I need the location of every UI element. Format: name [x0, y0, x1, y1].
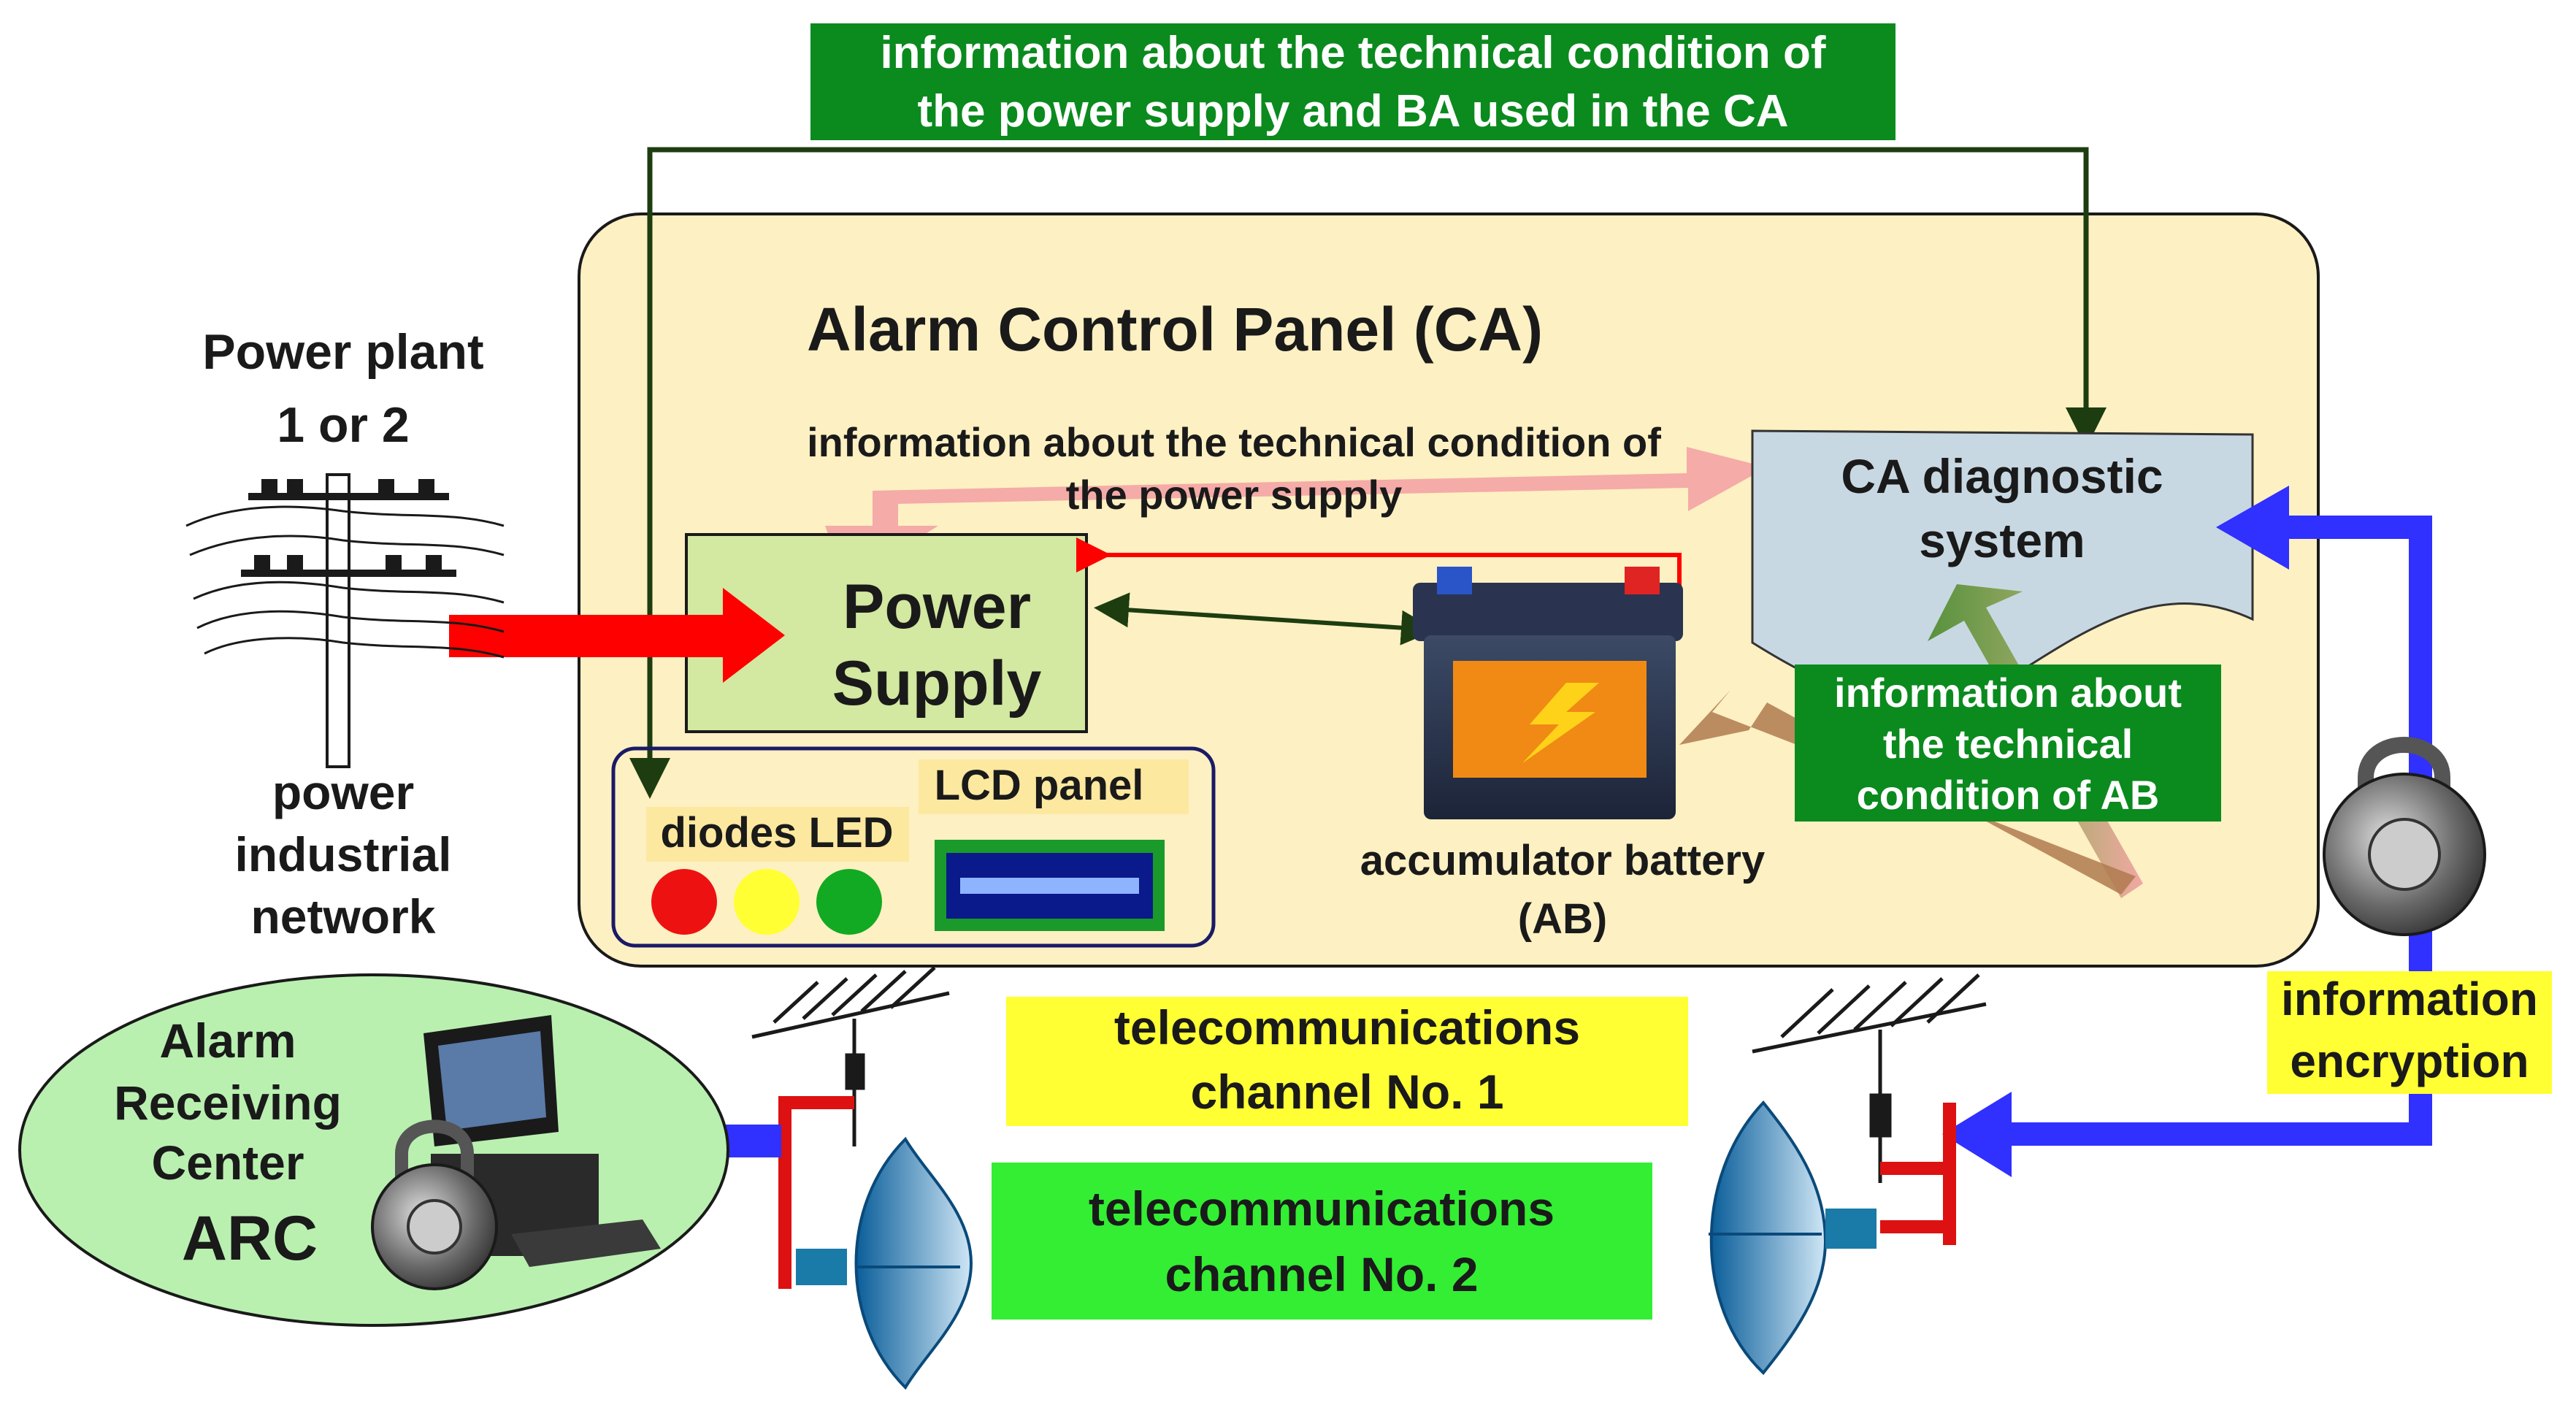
channel-1-line-2: channel No. 1 — [1190, 1065, 1503, 1119]
arc-line-2: Receiving — [114, 1076, 342, 1130]
power-pole-icon — [185, 473, 505, 768]
channel-1-box — [1006, 997, 1688, 1126]
ps-info-line-2: the power supply — [1066, 472, 1403, 518]
network-line-3: network — [250, 889, 435, 943]
arc-line-1: Alarm — [159, 1014, 296, 1068]
right-antenna-icon — [1752, 973, 1987, 1183]
led-yellow — [734, 869, 800, 935]
diagnostic-line-2: system — [1919, 513, 2085, 567]
network-line-2: industrial — [234, 827, 451, 881]
feedback-line-to-diagnostic — [905, 147, 2107, 448]
battery-icon — [1413, 567, 1683, 819]
ab-info-line-1: information about — [1834, 670, 2182, 716]
arc-ellipse — [18, 973, 729, 1327]
feedback-line-to-leds — [629, 147, 905, 799]
arc-line-3: Center — [151, 1136, 304, 1190]
channel-1-line-1: telecommunications — [1114, 1000, 1580, 1054]
encryption-line-2: encryption — [2290, 1035, 2529, 1087]
diagnostic-line-1: CA diagnostic — [1841, 449, 2163, 503]
right-dish-icon — [1709, 1100, 1877, 1375]
power-supply-line-2: Supply — [832, 648, 1042, 719]
diodes-label-bg — [646, 807, 909, 862]
top-info-line-1: information about the technical conditio… — [880, 28, 1825, 78]
network-line-1: power — [272, 765, 414, 819]
channel-2-line-2: channel No. 2 — [1165, 1247, 1478, 1301]
ps-info-arrow — [825, 447, 1767, 584]
ab-info-box — [1795, 665, 2221, 822]
left-feed-red — [778, 1096, 854, 1289]
arc-line-4: ARC — [182, 1203, 318, 1274]
power-supply-line-1: Power — [843, 572, 1031, 642]
power-input-arrow — [449, 588, 785, 683]
led-red — [651, 869, 717, 935]
arc-padlock-icon — [371, 1119, 498, 1290]
top-info-box — [810, 23, 1895, 140]
top-info-line-2: the power supply and BA used in the CA — [917, 86, 1788, 137]
panel-title: Alarm Control Panel (CA) — [807, 295, 1543, 364]
power-plant-line-1: Power plant — [202, 324, 483, 380]
encryption-arrow-head-bottom — [1942, 1092, 2012, 1177]
ab-info-arrow-to-battery — [1679, 690, 2136, 895]
encryption-line-1: information — [2281, 973, 2538, 1025]
ps-info-line-1: information about the technical conditio… — [807, 419, 1661, 465]
led-green — [816, 869, 882, 935]
indicator-group — [611, 746, 1216, 948]
diodes-label: diodes LED — [660, 809, 893, 857]
battery-line-1: accumulator battery — [1360, 837, 1765, 884]
lcd-label: LCD panel — [935, 762, 1144, 809]
encryption-arrow-head-top — [2216, 486, 2289, 570]
ps-battery-link — [1094, 592, 1436, 646]
right-feed-red — [1880, 1103, 1956, 1245]
encryption-label-bg — [2267, 971, 2552, 1094]
ab-info-line-3: condition of AB — [1857, 772, 2160, 818]
lcd-label-bg — [919, 759, 1189, 814]
ab-info-line-2: the technical — [1883, 721, 2133, 767]
power-plant-line-2: 1 or 2 — [277, 397, 409, 453]
lcd-panel-icon — [935, 840, 1165, 931]
channel-2-box — [992, 1163, 1652, 1320]
padlock-icon — [2323, 737, 2486, 936]
battery-line-2: (AB) — [1518, 895, 1607, 943]
left-antenna-icon — [751, 966, 950, 1146]
left-dish-icon — [796, 1136, 973, 1390]
channel-2-line-1: telecommunications — [1089, 1182, 1555, 1236]
